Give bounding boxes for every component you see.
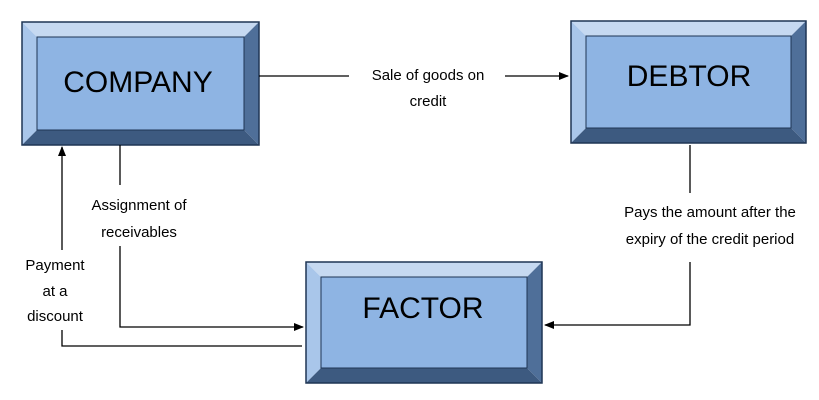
factor-bevel-right (527, 262, 542, 383)
factor-bevel-top (306, 262, 542, 277)
company-bevel-top (22, 22, 259, 37)
pays-arrow (544, 262, 691, 329)
debtor-box: DEBTOR (570, 20, 807, 144)
company-outline (21, 21, 260, 146)
debtor-bevel-bottom (571, 128, 806, 143)
factor-outline (305, 261, 543, 384)
sale-label-line1: Sale of goods on (372, 67, 485, 84)
company-bevel-right (244, 22, 259, 145)
debtor-bevel-top (571, 21, 806, 36)
factor-box: FACTOR (305, 261, 543, 384)
debtor-bevel-left (571, 21, 586, 143)
payment-label-line2: at a (42, 283, 68, 300)
sale-label-line2: credit (410, 93, 448, 110)
debtor-label: DEBTOR (627, 60, 751, 93)
debtor-outline (570, 20, 807, 144)
company-bevel-left (22, 22, 37, 145)
assignment-label-line1: Assignment of (91, 197, 187, 214)
debtor-bevel-right (791, 21, 806, 143)
payment-label-line3: discount (27, 308, 84, 325)
factor-label: FACTOR (362, 292, 483, 325)
factor-face (320, 276, 528, 369)
company-label: COMPANY (63, 66, 212, 99)
company-bevel-bottom (22, 130, 259, 145)
debtor-face (585, 35, 792, 129)
pays-label-line1: Pays the amount after the (624, 204, 796, 221)
pays-label-line2: expiry of the credit period (626, 231, 794, 248)
factor-bevel-bottom (306, 368, 542, 383)
company-box: COMPANY (21, 21, 260, 146)
payment-label-line1: Payment (25, 257, 85, 274)
factor-bevel-left (306, 262, 321, 383)
payment-line-bottom (61, 330, 302, 347)
assignment-label-line2: receivables (101, 224, 177, 241)
company-face (36, 36, 245, 131)
assignment-arrow (119, 246, 304, 331)
